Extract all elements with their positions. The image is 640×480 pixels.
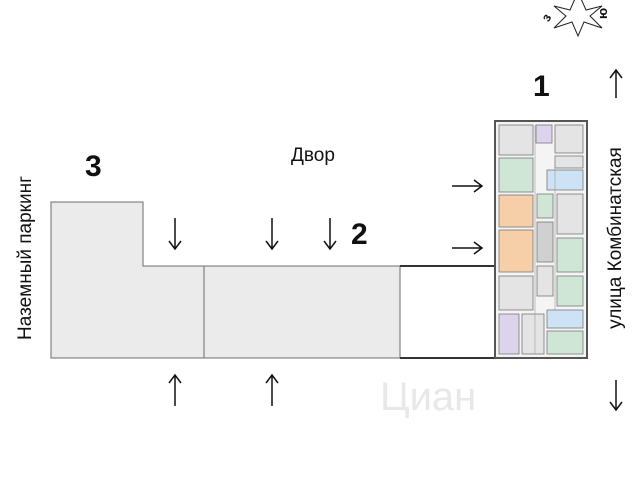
street-arrows (609, 68, 623, 412)
building-2-footprint[interactable] (203, 265, 401, 359)
yard-label: Двор (291, 145, 335, 166)
arrows-up (168, 373, 279, 406)
building-3-number: 3 (85, 150, 102, 183)
arrows-right (452, 179, 484, 255)
building-3-footprint[interactable] (50, 201, 205, 359)
cian-watermark: Циан (380, 375, 476, 419)
parking-label: Наземный паркинг (15, 175, 36, 341)
compass-south-letter: ю (595, 7, 611, 20)
street-label: улица Комбинатская (605, 147, 626, 329)
building-1-number: 1 (533, 70, 550, 103)
building-1-floorplan[interactable] (494, 120, 588, 359)
watermark-text: Циан (380, 375, 476, 419)
building-2-number: 2 (351, 218, 368, 251)
compass-rose-icon (553, 0, 603, 38)
arrows-down (168, 218, 337, 251)
